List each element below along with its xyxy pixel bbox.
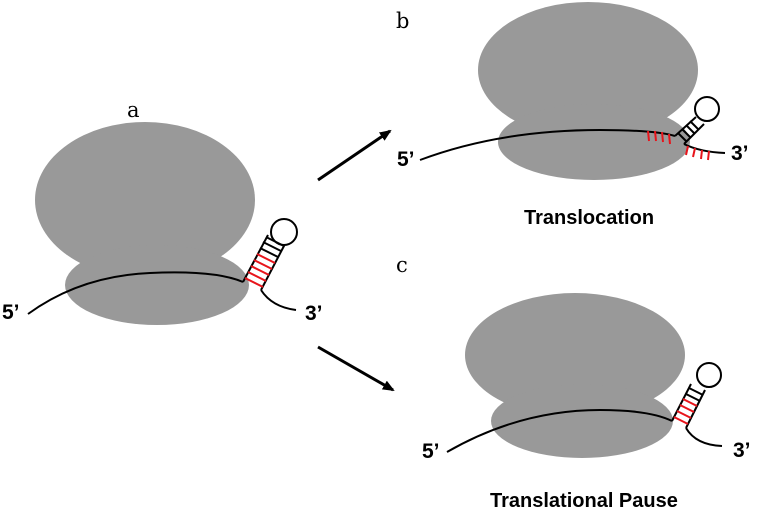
panel-a-letter: a xyxy=(127,98,140,122)
hairpin-loop xyxy=(696,362,722,388)
hairpin-stem-left xyxy=(671,383,692,422)
ribosome-icon xyxy=(478,2,698,180)
panel-c-caption: Translational Pause xyxy=(490,490,678,512)
hairpin-stem-right xyxy=(260,243,286,291)
panel-b-caption: Translocation xyxy=(524,207,654,229)
three-prime-label: 3’ xyxy=(731,142,749,165)
ribosome-small-subunit xyxy=(498,104,690,180)
five-prime-label: 5’ xyxy=(397,148,415,171)
ribosome-small-subunit xyxy=(491,384,673,458)
mrna-strand-3prime xyxy=(260,289,297,311)
panel-b: b 5’ 3’ xyxy=(396,2,749,229)
hairpin-stem-bases xyxy=(677,120,699,142)
five-prime-label: 5’ xyxy=(2,301,20,324)
mrna-strand xyxy=(419,128,676,161)
mrna-strand xyxy=(446,408,673,453)
mrna-hairpin-icon xyxy=(671,362,722,429)
mrna-hairpin-icon xyxy=(674,96,720,145)
unpaired-bases xyxy=(647,130,710,161)
panel-a: a 5’ 3’ xyxy=(2,98,323,325)
ribosome-icon xyxy=(35,122,255,325)
arrow-icon xyxy=(317,129,392,182)
paired-bases xyxy=(244,253,276,288)
ribosome-icon xyxy=(465,293,685,458)
mrna-strand-3prime xyxy=(683,143,726,154)
panel-b-letter: b xyxy=(396,9,409,33)
ribosome-large-subunit xyxy=(35,122,255,278)
hairpin-stem-right xyxy=(685,389,706,429)
mrna-strand-3prime xyxy=(685,427,723,447)
five-prime-label: 5’ xyxy=(422,440,440,463)
ribosome-large-subunit xyxy=(465,293,685,417)
ribosome-large-subunit xyxy=(478,2,698,138)
hairpin-loop xyxy=(694,96,720,122)
hairpin-stem-bases xyxy=(685,387,704,402)
arrow-icon xyxy=(317,345,395,392)
paired-bases xyxy=(673,398,698,425)
panel-c: c 5’ 3’ Translational Pause xyxy=(396,253,751,512)
three-prime-label: 3’ xyxy=(305,302,323,325)
ribosome-small-subunit xyxy=(65,245,249,325)
three-prime-label: 3’ xyxy=(733,439,751,462)
hairpin-stem-bases xyxy=(259,236,285,258)
mrna-hairpin-icon xyxy=(242,218,298,291)
panel-c-letter: c xyxy=(396,253,408,277)
hairpin-stem-right xyxy=(683,123,705,145)
mrna-strand xyxy=(27,271,244,315)
